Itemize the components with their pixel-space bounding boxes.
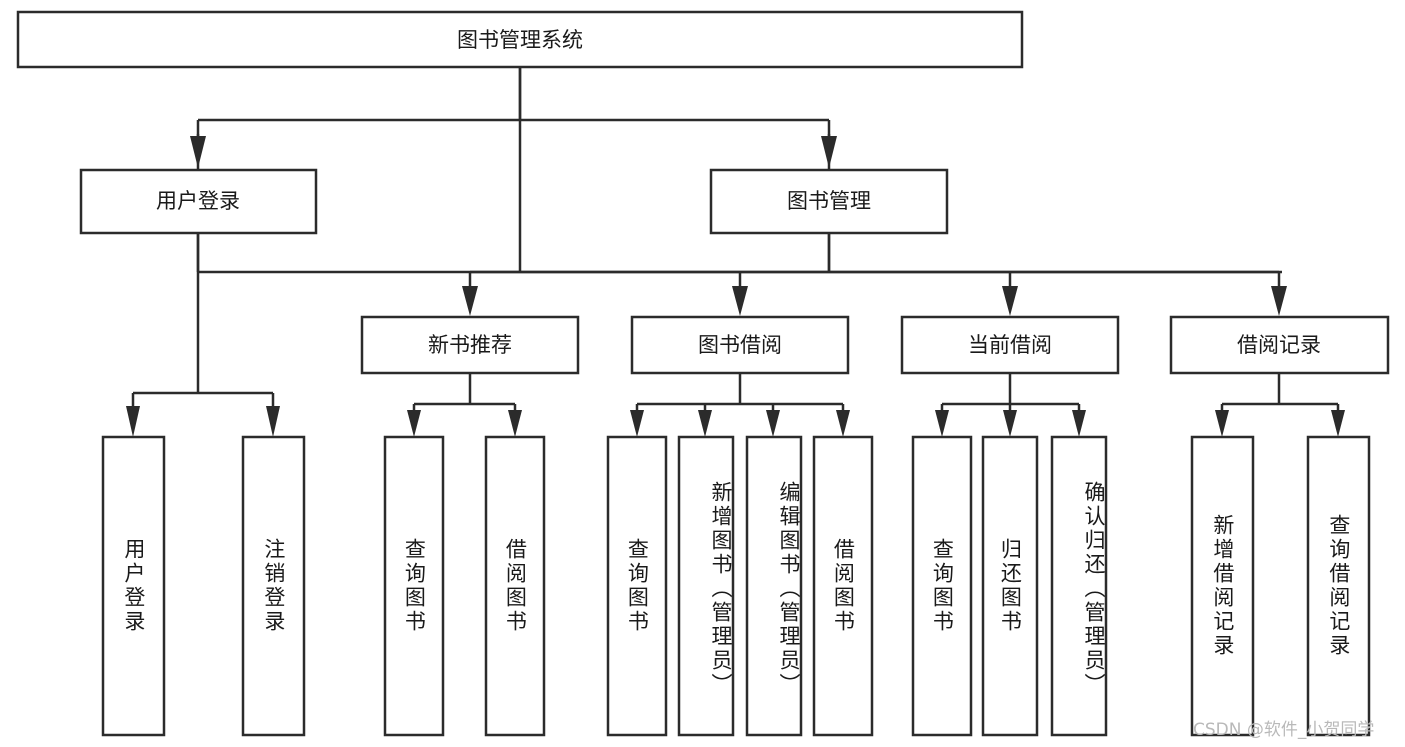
node-root-label: 图书管理系统 <box>457 28 583 52</box>
connector-userlogin-to-leaves <box>131 233 275 408</box>
node-user-login[interactable]: 用户登录 <box>79 168 318 235</box>
connector-borrowrecord-to-leaves <box>1220 373 1340 412</box>
arrow-to-current-borrow <box>1002 286 1018 316</box>
arrow-to-leaf-query-book-1 <box>407 410 421 437</box>
leafbox-leaf-borrow-book-1[interactable] <box>484 435 546 737</box>
leafbox-leaf-query-book-3[interactable] <box>911 435 973 737</box>
leafbox-leaf-query-record[interactable] <box>1306 435 1371 737</box>
arrow-to-leaf-query-book-2 <box>630 410 644 437</box>
connector-bookborrow-to-leaves <box>635 373 845 412</box>
leafbox-leaf-user-login[interactable] <box>101 435 166 737</box>
arrow-to-leaf-user-login <box>126 406 140 437</box>
leafbox-leaf-confirm-return[interactable] <box>1050 435 1108 737</box>
node-book-borrow-label: 图书借阅 <box>698 333 782 357</box>
leafbox-leaf-add-book[interactable] <box>677 435 735 737</box>
csdn-watermark: CSDN @软件_小贺同学 <box>1193 720 1375 740</box>
arrow-to-leaf-add-book <box>698 410 712 437</box>
node-current-borrow[interactable]: 当前借阅 <box>900 315 1120 375</box>
node-new-book-rec[interactable]: 新书推荐 <box>360 315 580 375</box>
leafbox-leaf-query-book-2[interactable] <box>606 435 668 737</box>
arrow-to-user-login <box>190 136 206 168</box>
arrow-to-book-manage <box>821 136 837 168</box>
node-current-borrow-label: 当前借阅 <box>968 333 1052 357</box>
node-book-manage[interactable]: 图书管理 <box>709 168 949 235</box>
node-new-book-rec-label: 新书推荐 <box>428 333 512 357</box>
connector-newbookrec-to-leaves <box>412 373 517 412</box>
leafbox-leaf-add-record[interactable] <box>1190 435 1255 737</box>
arrow-to-leaf-query-record <box>1331 410 1345 437</box>
arrow-to-leaf-query-book-3 <box>935 410 949 437</box>
node-borrow-record-label: 借阅记录 <box>1237 333 1321 357</box>
node-borrow-record[interactable]: 借阅记录 <box>1169 315 1390 375</box>
connector-root-stem <box>196 67 831 136</box>
node-user-login-label: 用户登录 <box>156 189 240 213</box>
connector-currentborrow-to-leaves <box>940 373 1081 412</box>
arrow-to-leaf-borrow-book-2 <box>836 410 850 437</box>
node-book-manage-label: 图书管理 <box>787 189 871 213</box>
connector-bookmanage-to-level2 <box>468 233 1281 288</box>
arrow-to-leaf-borrow-book-1 <box>508 410 522 437</box>
node-book-borrow[interactable]: 图书借阅 <box>630 315 850 375</box>
leafbox-leaf-borrow-book-2[interactable] <box>812 435 874 737</box>
arrow-to-leaf-add-record <box>1215 410 1229 437</box>
leafbox-leaf-query-book-1[interactable] <box>383 435 445 737</box>
arrow-to-new-book-rec <box>462 286 478 316</box>
arrow-to-leaf-logout-login <box>266 406 280 437</box>
node-root[interactable]: 图书管理系统 <box>16 10 1024 69</box>
leafbox-leaf-return-book[interactable] <box>981 435 1039 737</box>
arrow-to-book-borrow <box>732 286 748 316</box>
arrow-to-leaf-return-book <box>1003 410 1017 437</box>
leafbox-leaf-edit-book[interactable] <box>745 435 803 737</box>
arrow-to-leaf-edit-book <box>766 410 780 437</box>
arrow-to-leaf-confirm-return <box>1072 410 1086 437</box>
leafbox-leaf-logout-login[interactable] <box>241 435 306 737</box>
arrow-to-borrow-record <box>1271 286 1287 316</box>
